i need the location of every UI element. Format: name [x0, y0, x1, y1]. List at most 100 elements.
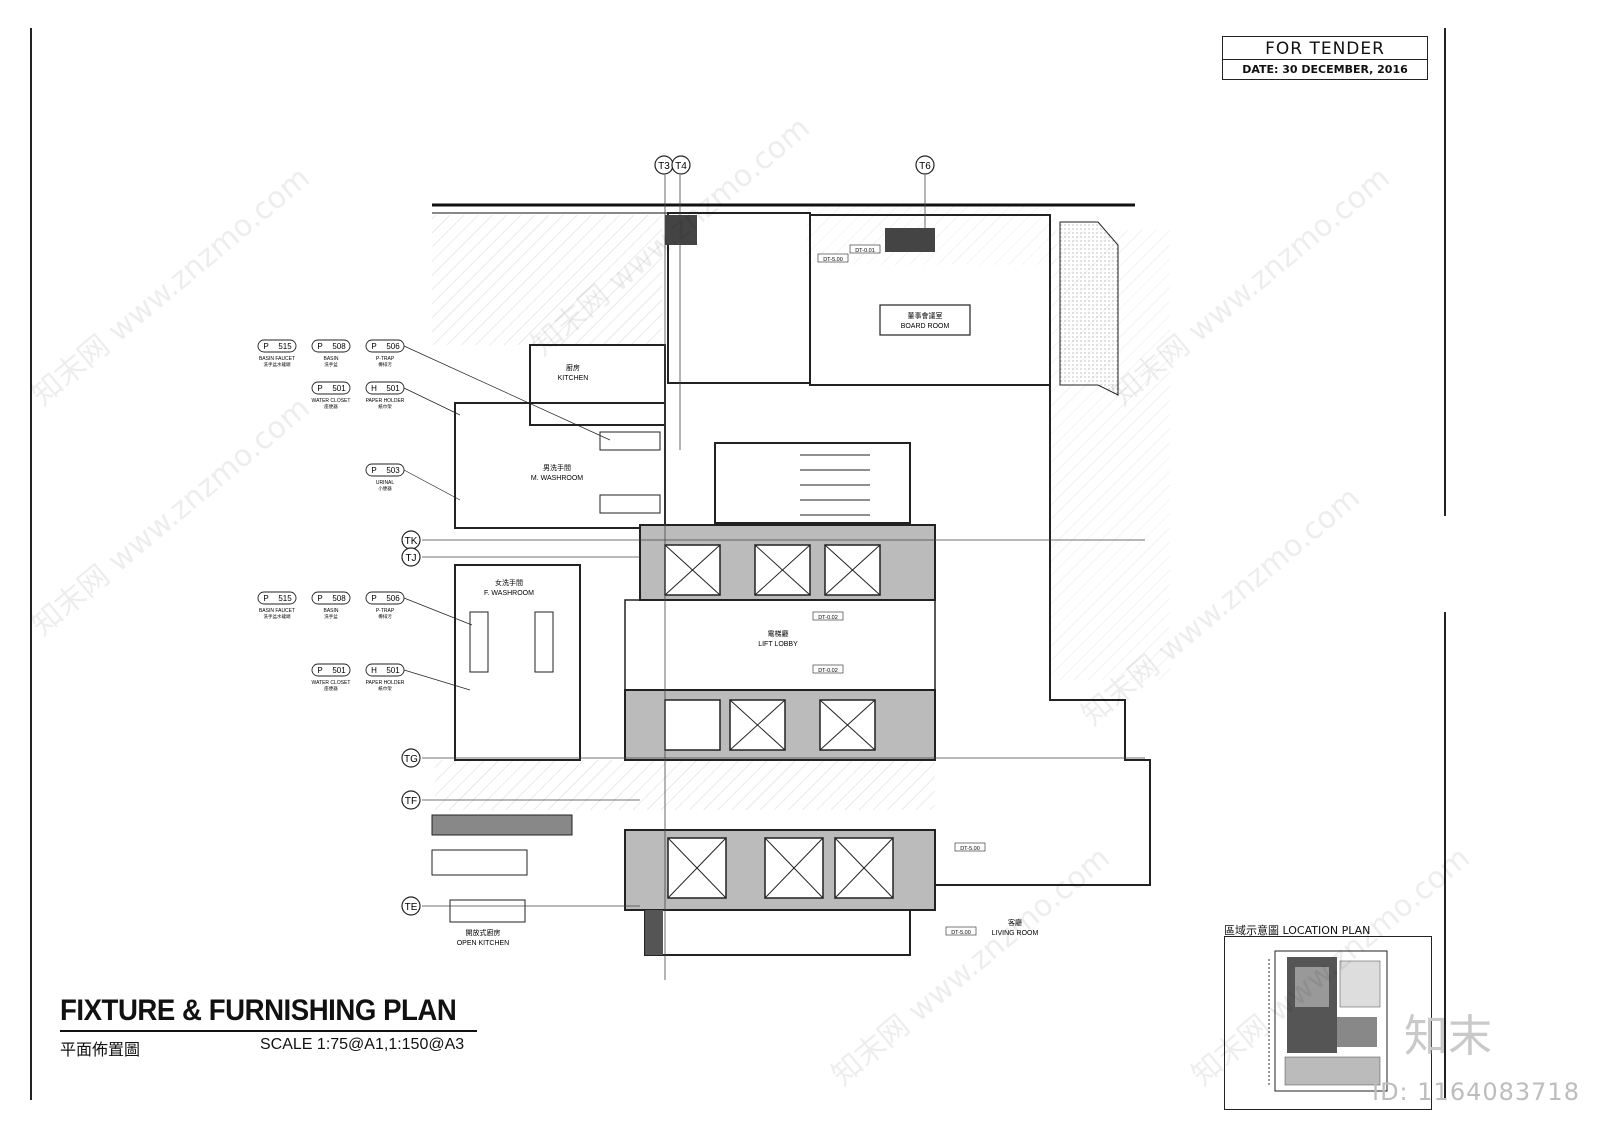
level-tag: DT-0.02: [812, 664, 844, 674]
location-plan-title: 區域示意圖 LOCATION PLAN: [1224, 924, 1371, 937]
svg-text:P: P: [317, 594, 322, 603]
open-kitchen-label-cn: 開放式廚房: [466, 928, 501, 937]
svg-text:WATER CLOSET: WATER CLOSET: [312, 680, 351, 686]
grid-bubble-tk: TK: [401, 530, 421, 550]
svg-text:BASIN: BASIN: [323, 608, 338, 614]
svg-text:508: 508: [332, 342, 346, 351]
grid-bubble-tj: TJ: [401, 547, 421, 567]
svg-text:506: 506: [386, 342, 400, 351]
svg-text:WATER CLOSET: WATER CLOSET: [312, 398, 351, 404]
grid-bubble-t4: T4: [671, 155, 691, 175]
svg-text:TJ: TJ: [405, 553, 416, 564]
hatch-area-north-west: [432, 215, 662, 345]
lift-car-cross: [824, 544, 881, 596]
svg-text:P-TRAP: P-TRAP: [376, 356, 395, 362]
m-washroom-label-cn: 男洗手間: [543, 463, 571, 472]
right-border-line-top: [1444, 28, 1446, 516]
lift-car-cross: [819, 699, 876, 751]
image-id: ID: 1164083718: [1372, 1078, 1580, 1106]
fixture-tag-group-5: P 501 WATER CLOSET 座便器 H 501 PAPER HOLDE…: [312, 663, 471, 692]
lounge-outline: [935, 384, 1151, 886]
fixture-tag-group-4: P 515 BASIN FAUCET 洗手盆水龍頭 P 508 BASIN 洗手…: [257, 591, 473, 626]
living-room-label-cn: 客廳: [1008, 918, 1022, 927]
svg-text:515: 515: [278, 594, 292, 603]
hatch-area-south: [435, 760, 935, 810]
grid-bubble-tf: TF: [401, 790, 421, 810]
level-tag: DT-5.00: [817, 253, 849, 263]
svg-text:紙巾架: 紙巾架: [378, 403, 392, 410]
svg-text:TF: TF: [405, 796, 417, 807]
svg-text:P: P: [317, 666, 322, 675]
svg-text:BASIN FAUCET: BASIN FAUCET: [259, 356, 295, 362]
column-t6: [885, 228, 935, 252]
lift-car-cross: [729, 699, 786, 751]
f-washroom-label: F. WASHROOM: [484, 590, 534, 597]
f-washroom-label-cn: 女洗手間: [495, 578, 523, 587]
svg-text:P: P: [263, 594, 268, 603]
level-tag: DT-5.00: [954, 842, 986, 852]
svg-text:DT-0.01: DT-0.01: [855, 248, 875, 254]
kitchen-label: KITCHEN: [558, 375, 589, 382]
lift-lobby-label: LIFT LOBBY: [758, 641, 798, 648]
fixture-tag-group-2: P 501 WATER CLOSET 座便器 H 501 PAPER HOLDE…: [312, 381, 461, 416]
lift-car-cross: [834, 837, 894, 899]
svg-text:TE: TE: [405, 902, 418, 913]
grid-bubble-t6: T6: [915, 155, 935, 175]
tender-date: DATE: 30 DECEMBER, 2016: [1223, 59, 1427, 80]
svg-text:PAPER HOLDER: PAPER HOLDER: [366, 398, 405, 404]
f-basin-counter: [469, 611, 489, 673]
svg-text:P-TRAP: P-TRAP: [376, 608, 395, 614]
drawing-subtitle-cn: 平面佈置圖: [60, 1040, 141, 1059]
fixture-tag-group-1: P 515 BASIN FAUCET 洗手盆水龍頭 P 508 BASIN 洗手…: [257, 339, 611, 441]
lift-car-cross: [664, 544, 721, 596]
svg-text:501: 501: [332, 666, 346, 675]
svg-text:508: 508: [332, 594, 346, 603]
lift-car-cross: [764, 837, 824, 899]
svg-text:洗手盆水龍頭: 洗手盆水龍頭: [264, 613, 291, 620]
svg-text:BASIN: BASIN: [323, 356, 338, 362]
location-plan-thumbnail: [1268, 950, 1388, 1092]
open-kitchen-island: [449, 899, 526, 923]
svg-text:DT-5.00: DT-5.00: [951, 930, 971, 936]
svg-text:TG: TG: [404, 754, 418, 765]
svg-text:樽排污: 樽排污: [378, 361, 392, 368]
m-washroom-label: M. WASHROOM: [531, 475, 583, 482]
svg-text:H: H: [371, 384, 377, 393]
left-border-line: [30, 28, 32, 1100]
core-wall-bottom: [645, 910, 663, 955]
svg-text:506: 506: [386, 594, 400, 603]
svg-text:P: P: [371, 466, 376, 475]
svg-text:BASIN FAUCET: BASIN FAUCET: [259, 608, 295, 614]
open-kitchen-wall: [431, 814, 573, 836]
svg-text:P: P: [317, 342, 322, 351]
tender-stamp: FOR TENDER DATE: 30 DECEMBER, 2016: [1222, 36, 1428, 80]
svg-text:洗手盆水龍頭: 洗手盆水龍頭: [264, 361, 291, 368]
svg-text:DT-5.00: DT-5.00: [960, 846, 980, 852]
board-room-label: BOARD ROOM: [901, 323, 950, 330]
drawing-scale: SCALE 1:75@A1,1:150@A3: [260, 1036, 465, 1053]
brand-logo-text: 知末: [1404, 1011, 1492, 1062]
svg-text:PAPER HOLDER: PAPER HOLDER: [366, 680, 405, 686]
svg-text:DT-5.00: DT-5.00: [823, 257, 843, 263]
drawing-title: FIXTURE & FURNISHING PLAN: [60, 994, 457, 1027]
stair-core: [714, 442, 911, 524]
tender-status: FOR TENDER: [1265, 39, 1385, 59]
lift-car: [664, 699, 721, 751]
svg-text:DT-0.02: DT-0.02: [818, 668, 838, 674]
grid-bubble-t3: T3: [654, 155, 674, 175]
svg-text:樽排污: 樽排污: [378, 613, 392, 620]
level-tag: DT-0.02: [812, 611, 844, 621]
fixture-tag-group-3: P 503 URINAL 小便器: [365, 463, 461, 501]
board-room-label-cn: 董事會議室: [908, 311, 943, 320]
lift-lobby-label-cn: 電梯廳: [768, 629, 789, 638]
title-underline: [60, 1030, 477, 1032]
lift-bank-bottom: [644, 909, 911, 956]
open-kitchen-label: OPEN KITCHEN: [457, 940, 510, 947]
svg-text:501: 501: [386, 384, 400, 393]
svg-text:501: 501: [332, 384, 346, 393]
lift-car-cross: [754, 544, 811, 596]
open-kitchen-counter: [431, 849, 528, 876]
kitchen-label-cn: 廚房: [566, 363, 580, 372]
svg-text:紙巾架: 紙巾架: [378, 685, 392, 692]
svg-text:H: H: [371, 666, 377, 675]
